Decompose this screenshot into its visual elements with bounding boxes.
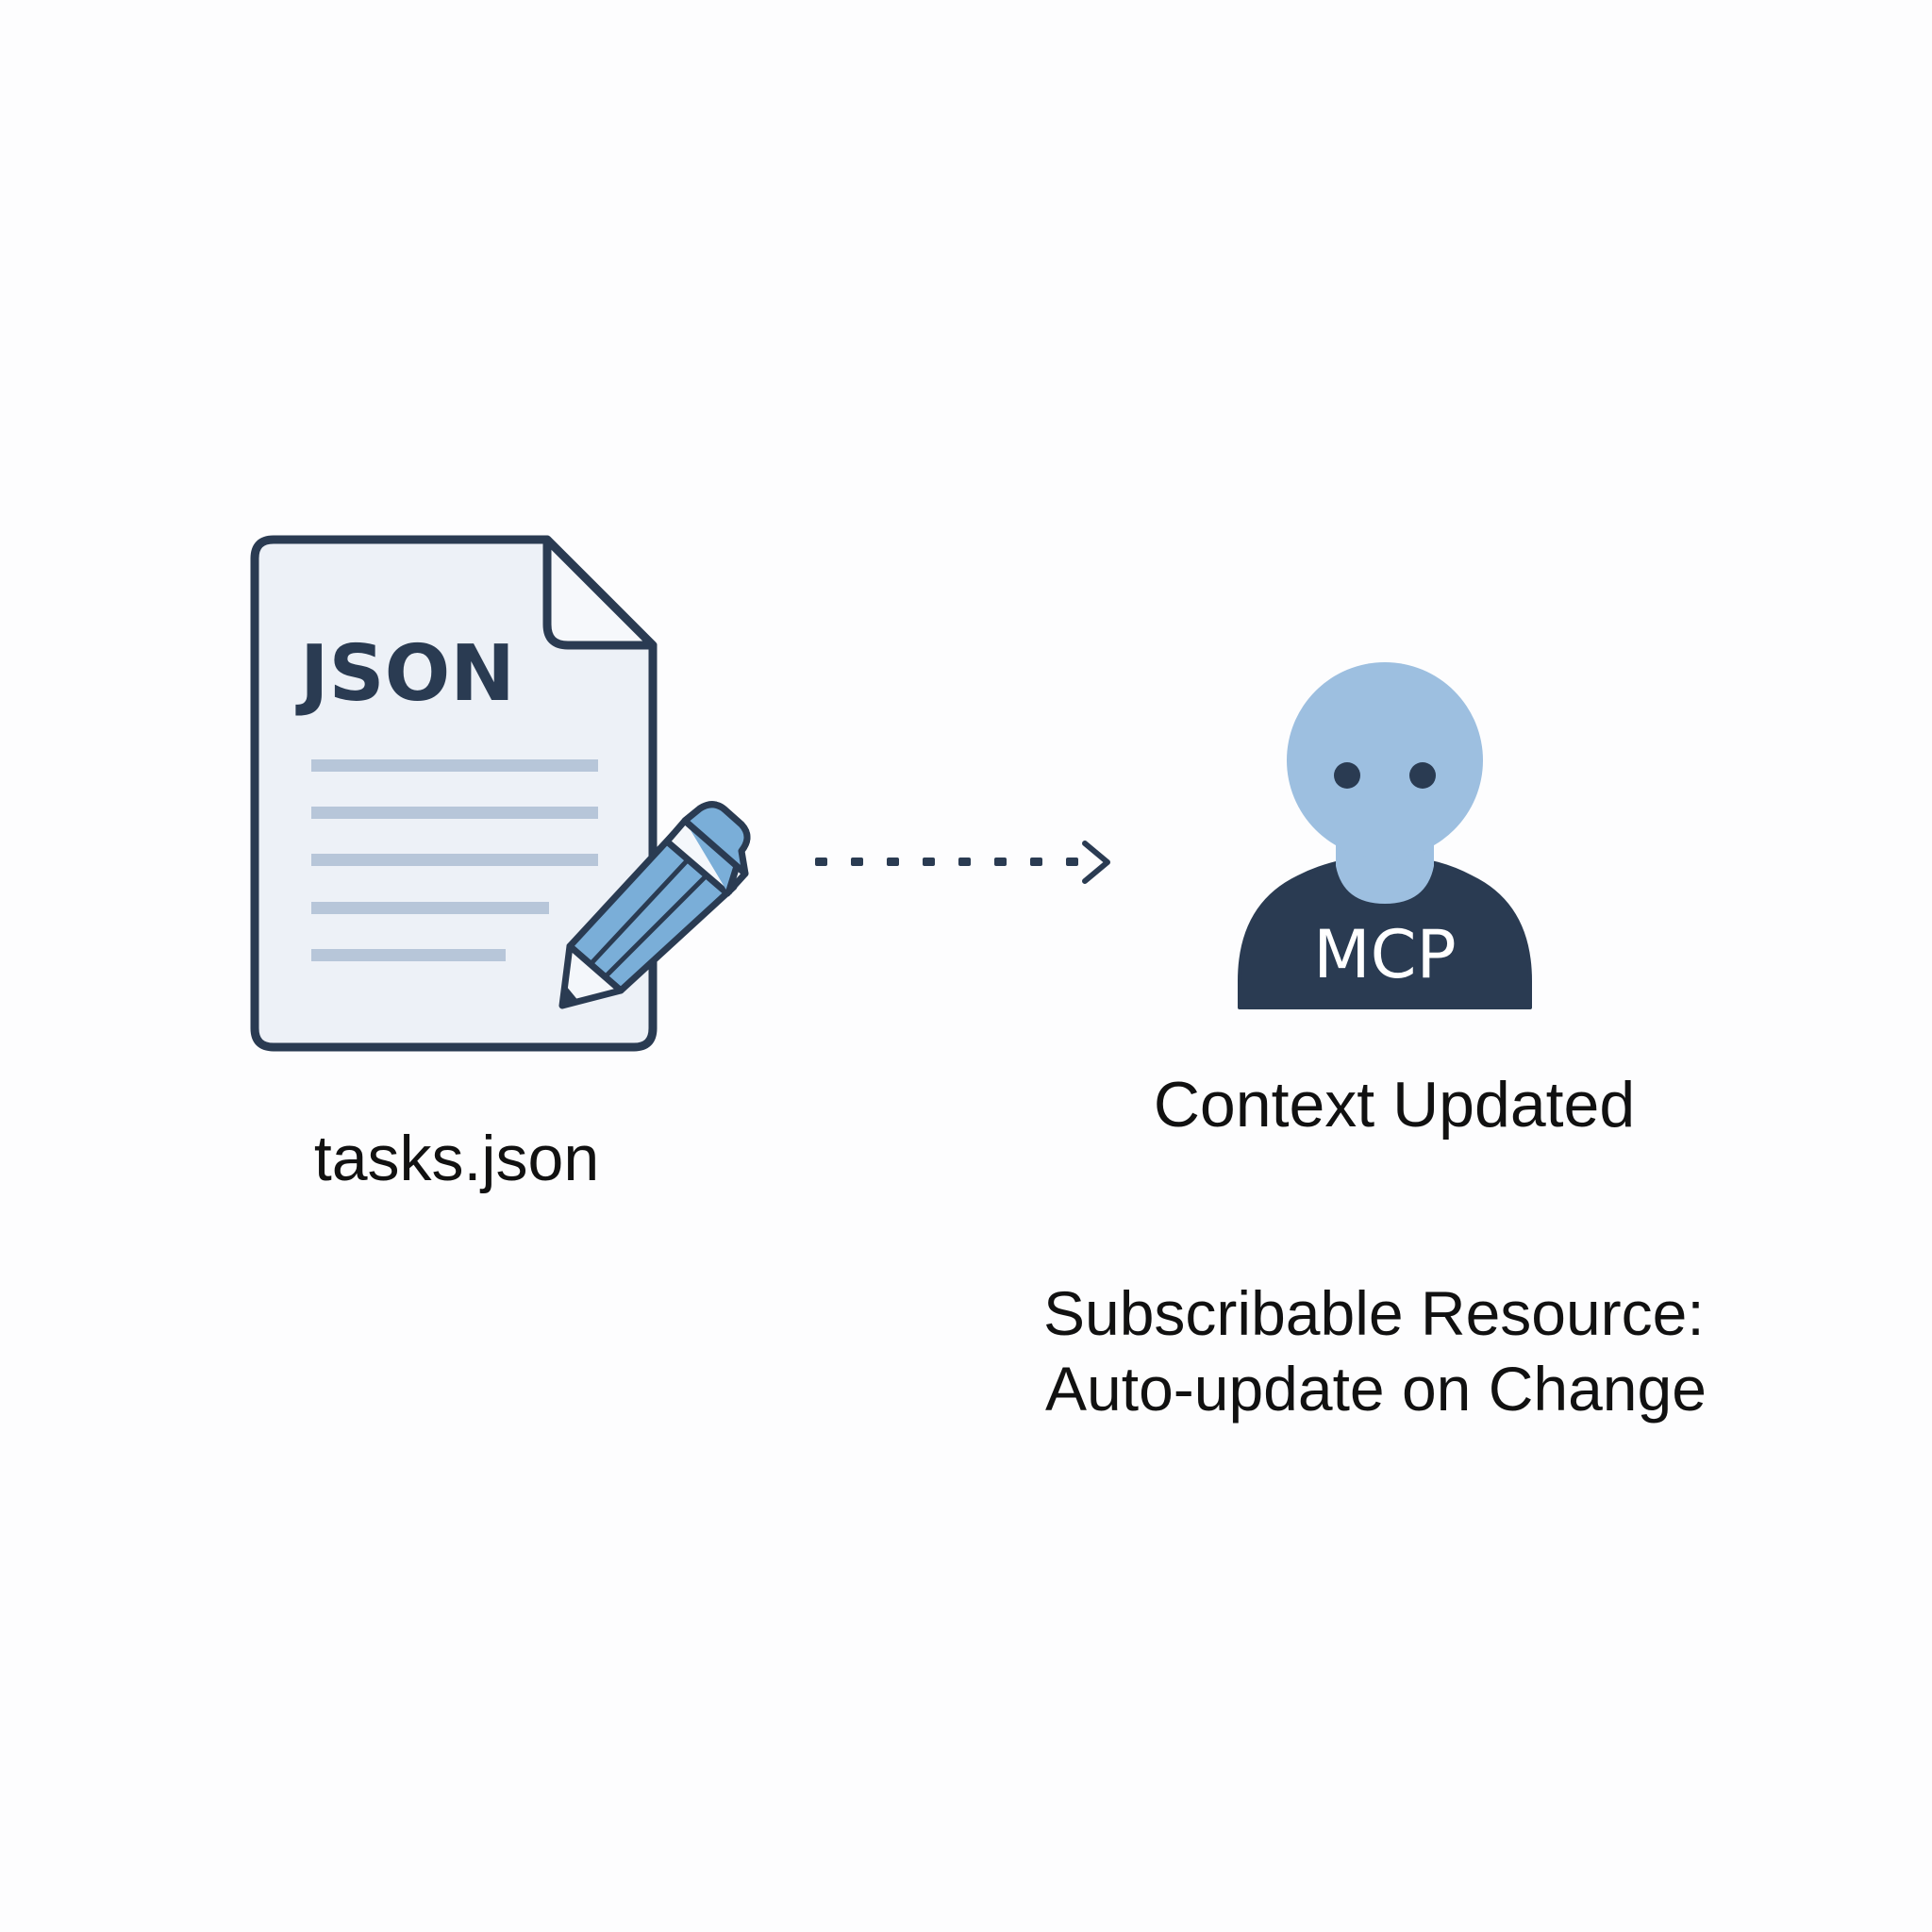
json-file-icon: JSON xyxy=(250,535,658,1052)
file-name-label: tasks.json xyxy=(314,1123,599,1194)
content-line xyxy=(311,902,549,914)
note-line-1: Subscribable Resource: xyxy=(1043,1278,1705,1348)
note-line-2: Auto-update on Change xyxy=(1045,1354,1707,1424)
content-line xyxy=(311,949,506,961)
eye-right xyxy=(1409,762,1436,789)
mcp-agent-icon: MCP xyxy=(1238,662,1532,1009)
content-line xyxy=(311,854,598,866)
file-content-lines xyxy=(311,759,598,961)
mcp-badge: MCP xyxy=(1313,916,1456,993)
pencil-icon xyxy=(558,801,751,1009)
dotted-arrow-icon xyxy=(815,841,1110,884)
content-line xyxy=(311,807,598,819)
content-line xyxy=(311,759,598,772)
json-badge: JSON xyxy=(295,629,515,719)
context-status-label: Context Updated xyxy=(1154,1069,1635,1141)
eye-left xyxy=(1334,762,1360,789)
